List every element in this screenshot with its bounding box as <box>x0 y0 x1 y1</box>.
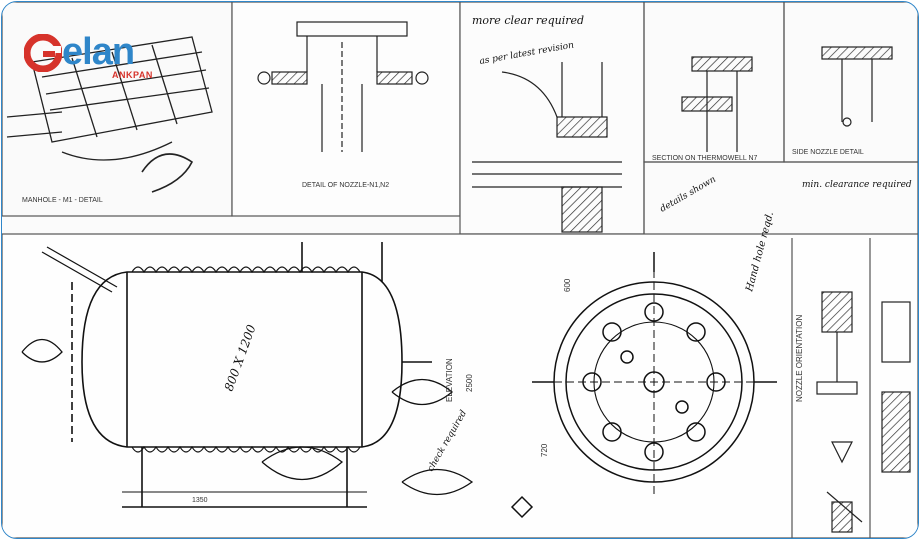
logo-wordmark: elan <box>62 31 135 73</box>
detail-label: DETAIL OF NOZZLE-N1,N2 <box>302 182 389 189</box>
detail-label: SIDE NOZZLE DETAIL <box>792 149 864 156</box>
side-details <box>816 291 911 533</box>
vessel-elevation <box>21 242 474 508</box>
thermowell-detail <box>681 46 893 152</box>
logo-g-icon <box>24 34 62 72</box>
dimension-label: 600 <box>563 278 572 292</box>
company-logo: elan ANKPAN <box>24 30 174 82</box>
nozzle-orientation-plan <box>510 252 777 519</box>
nozzle-detail <box>257 21 429 152</box>
manhole-detail <box>6 36 213 193</box>
flange-detail <box>472 62 622 233</box>
detail-label: MANHOLE - M1 - DETAIL <box>22 197 103 204</box>
dimension-label: 2500 <box>465 374 474 392</box>
dimension-label: 1350 <box>192 497 208 504</box>
detail-label: ELEVATION <box>445 358 454 402</box>
detail-label: NOZZLE ORIENTATION <box>795 315 804 402</box>
markup-note: details shown <box>659 175 718 215</box>
dimension-label: 720 <box>540 443 549 457</box>
markup-note: more clear required <box>472 14 584 27</box>
detail-label: SECTION ON THERMOWELL N7 <box>652 155 758 162</box>
markup-note: min. clearance required <box>802 180 912 190</box>
logo-subtitle: ANKPAN <box>112 70 153 80</box>
